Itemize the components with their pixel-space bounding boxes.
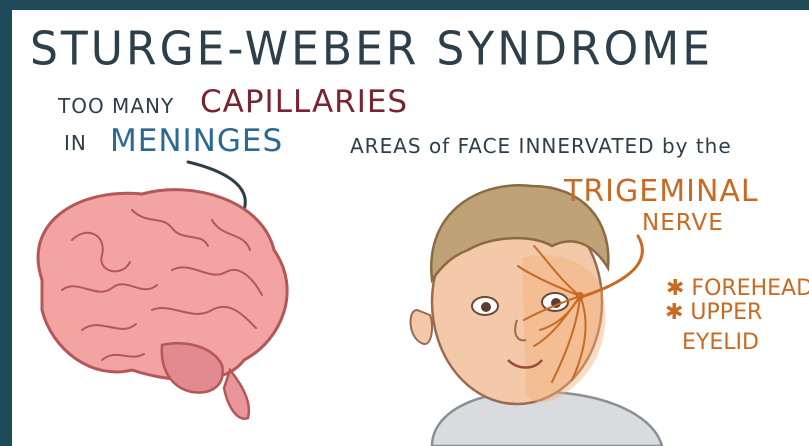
bullet-upper: ✱ UPPER — [665, 300, 762, 325]
meninges-prefix: IN — [64, 131, 87, 155]
brain-illustration — [38, 190, 287, 419]
trigeminal-label: TRIGEMINAL — [564, 174, 759, 209]
page-title: STURGE-WEBER SYNDROME — [30, 23, 713, 77]
bullet-forehead: ✱ FOREHEAD — [666, 276, 809, 301]
bullet-eyelid: EYELID — [682, 330, 759, 355]
face-areas-caption: AREAS of FACE INNERVATED by the — [350, 134, 732, 158]
capillaries-prefix: TOO MANY — [58, 94, 174, 118]
illustration-panel: STURGE-WEBER SYNDROME TOO MANY CAPILLARI… — [12, 10, 809, 446]
meninges-label: MENINGES — [110, 123, 283, 159]
baby-illustration — [411, 185, 662, 446]
nerve-label: NERVE — [642, 210, 724, 236]
capillaries-label: CAPILLARIES — [200, 84, 408, 120]
